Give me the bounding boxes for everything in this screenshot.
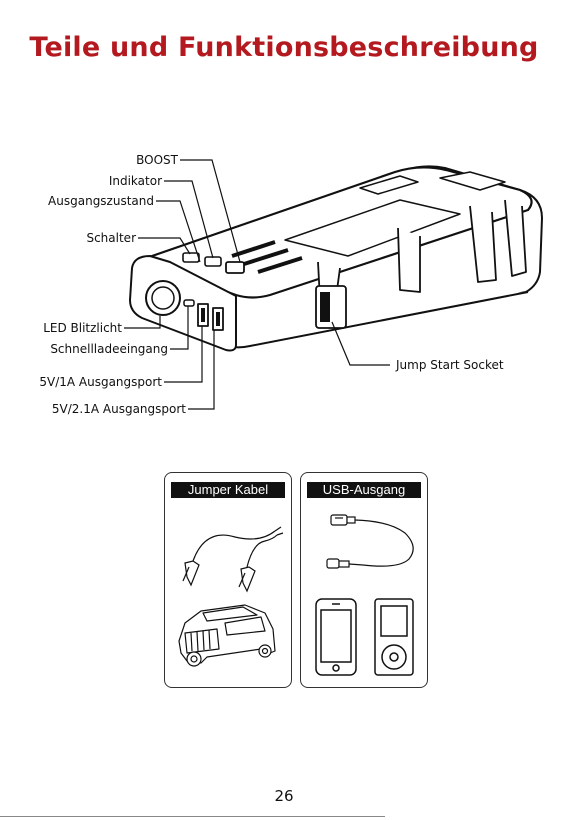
- mp3-player-icon: [375, 599, 413, 675]
- jump-starter-diagram: BOOST Indikator Ausgangszustand Schalter…: [0, 0, 568, 460]
- usb-output-illustrations: [301, 473, 427, 687]
- label-indikator: Indikator: [109, 174, 162, 188]
- jump-starter-device-illustration: [130, 166, 542, 350]
- label-schalter: Schalter: [86, 231, 136, 245]
- label-led-blitzlicht: LED Blitzlicht: [43, 321, 122, 335]
- jumper-cable-illustrations: [165, 473, 291, 687]
- label-boost: BOOST: [136, 153, 179, 167]
- usb-output-panel: USB-Ausgang: [300, 472, 428, 688]
- label-5v-1a-port: 5V/1A Ausgangsport: [39, 375, 162, 389]
- footer-rule: [0, 816, 385, 817]
- jumper-cable-clamps-icon: [183, 527, 283, 591]
- smartphone-icon: [316, 599, 356, 675]
- jumper-cable-panel: Jumper Kabel: [164, 472, 292, 688]
- label-jump-start-socket: Jump Start Socket: [395, 358, 504, 372]
- suv-car-icon: [179, 605, 275, 666]
- label-ausgangszustand: Ausgangszustand: [48, 194, 154, 208]
- usb-cable-icon: [327, 515, 413, 568]
- label-5v-2-1a-port: 5V/2.1A Ausgangsport: [52, 402, 186, 416]
- page-number: 26: [0, 787, 568, 805]
- label-schnellladeeingang: Schnellladeeingang: [50, 342, 168, 356]
